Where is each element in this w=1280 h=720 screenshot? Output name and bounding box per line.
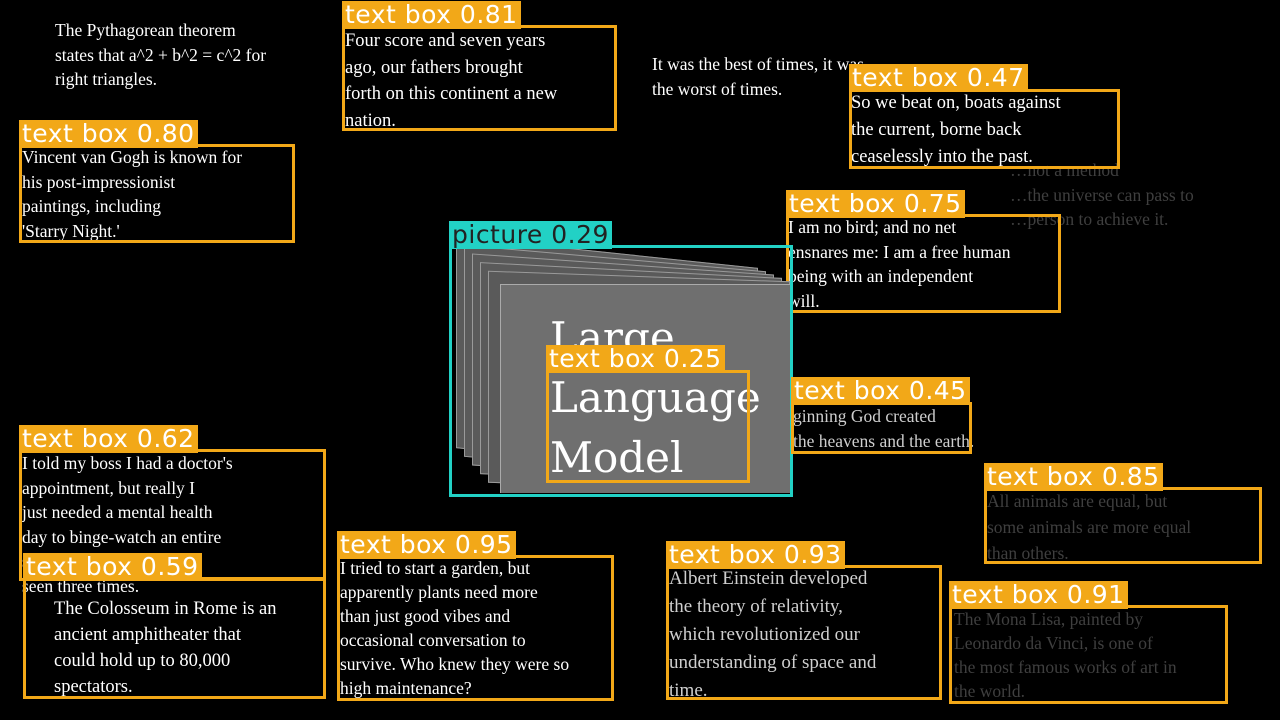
text-box-047 [849,89,1120,169]
label-text-box-047: text box 0.47 [849,64,1028,92]
label-text-box-093: text box 0.93 [666,541,845,569]
label-text-box-062: text box 0.62 [19,425,198,453]
text-mona-lisa: The Mona Lisa, painted by Leonardo da Vi… [954,609,1177,701]
text-garden: I tried to start a garden, but apparentl… [340,558,570,698]
picture-box-029 [449,245,793,497]
label-picture-029: picture 0.29 [449,221,612,249]
text-pythagorean: The Pythagorean theorem states that a^2 … [55,20,267,89]
label-text-box-085: text box 0.85 [984,463,1163,491]
text-boats-against: So we beat on, boats against the current… [851,93,1061,167]
text-no-bird: I am no bird; and no net ensnares me: I … [788,217,1011,311]
label-text-box-075: text box 0.75 [786,190,965,218]
text-genesis: ginning God created the heavens and the … [793,406,975,451]
label-text-box-081: text box 0.81 [342,1,521,29]
label-text-box-059: text box 0.59 [23,553,202,581]
text-box-059 [23,577,326,699]
text-box-081 [342,25,617,131]
label-text-box-080: text box 0.80 [19,120,198,148]
label-text-box-045: text box 0.45 [791,377,970,405]
text-box-085 [984,487,1262,564]
text-four-score: Four score and seven years ago, our fath… [345,31,558,131]
text-box-075 [786,214,1061,313]
label-text-box-025: text box 0.25 [546,345,725,373]
text-box-095 [337,555,614,701]
label-text-box-091: text box 0.91 [949,581,1128,609]
text-box-091 [949,605,1228,704]
label-text-box-095: text box 0.95 [337,531,516,559]
text-box-093 [666,565,942,700]
text-box-025 [546,370,750,483]
text-box-080 [19,144,295,243]
text-colosseum: The Colosseum in Rome is an ancient amph… [54,599,277,697]
text-box-045 [791,402,972,454]
text-einstein: Albert Einstein developed the theory of … [669,568,877,701]
text-animal-farm: All animals are equal, but some animals … [987,491,1192,563]
text-dickens: It was the best of times, it was the wor… [652,54,864,99]
text-van-gogh: Vincent van Gogh is known for his post-i… [22,147,243,241]
